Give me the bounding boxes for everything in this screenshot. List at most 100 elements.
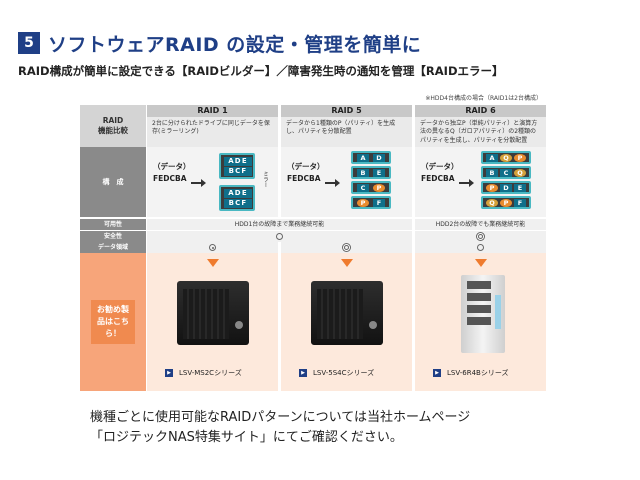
comparison-label-line-1: RAID xyxy=(102,115,124,125)
raid1-mirror-label: ミラー xyxy=(262,171,268,188)
raid-comparison-figure: ※HDD4台構成の場合（RAID1は2台構成） RAID 機能比較 RAID 1… xyxy=(80,91,546,391)
product-model-link[interactable]: ▶ LSV-5S4Cシリーズ xyxy=(299,368,374,378)
down-arrow-icon xyxy=(207,259,219,267)
nas-black-product-image xyxy=(311,281,383,345)
section-number-badge: 5 xyxy=(18,32,40,54)
nas-drive-bay xyxy=(467,317,491,325)
recommendation-row: お勧め製品はこちら！ ▶LSV-MS2Cシリーズ ▶ LSV-5S4Cシリーズ ▶… xyxy=(80,253,546,391)
capacity-raid6 xyxy=(414,242,546,253)
raid6-block: C xyxy=(500,169,512,177)
raid5-description: データから1種類のP（パリティ）を生成し、パリティを分散配置 xyxy=(286,120,396,136)
nas-power-button xyxy=(235,321,243,329)
raid5-block: D xyxy=(373,154,385,162)
raid6-data-label: （データ） FEDCBA xyxy=(421,161,459,184)
raid1-data-value: FEDCBA xyxy=(153,173,187,183)
nas-drive-bay xyxy=(467,281,491,289)
safety-row: 安全性 xyxy=(80,231,546,242)
raid1-disk-1-row-1: ADE xyxy=(224,157,252,166)
raid5-header: RAID 5 データから1種類のP（パリティ）を生成し、パリティを分散配置 xyxy=(280,105,412,147)
raid6-q-block: Q xyxy=(514,169,526,177)
raid5-data-value: FEDCBA xyxy=(287,173,321,183)
raid6-data-caption: （データ） xyxy=(421,162,459,171)
capacity-raid1 xyxy=(146,242,278,253)
safety-mark-raid6 xyxy=(478,234,483,239)
raid6-p-block: P xyxy=(500,199,512,207)
raid1-header: RAID 1 2台に分けられたドライブに同じデータを保存(ミラーリング) xyxy=(146,105,278,147)
safety-mark-raid1-5 xyxy=(276,233,283,240)
safety-raid1-5 xyxy=(146,231,412,242)
section-heading: 5 ソフトウェアRAID の設定・管理を簡単に xyxy=(18,30,421,56)
raid6-data-value: FEDCBA xyxy=(421,173,455,183)
raid1-disk-2-row-2: BCF xyxy=(224,199,252,208)
section-title: ソフトウェアRAID の設定・管理を簡単に xyxy=(48,33,422,56)
product-raid1: ▶LSV-MS2Cシリーズ xyxy=(146,253,278,391)
nas-front-grille xyxy=(317,289,363,339)
safety-label: 安全性 xyxy=(80,231,146,242)
raid6-header: RAID 6 データから独立P（単純パリティ）と演算方法の異なるQ（ガロアパリテ… xyxy=(414,105,546,147)
footer-line-2: 「ロジテックNAS特集サイト」にてご確認ください。 xyxy=(90,430,403,446)
capacity-row: データ領域 xyxy=(80,242,546,253)
nas-silver-product-image xyxy=(461,275,505,353)
nas-front-grille xyxy=(183,289,229,339)
raid1-arrow xyxy=(191,179,206,187)
raid1-description: 2台に分けられたドライブに同じデータを保存(ミラーリング) xyxy=(152,120,270,136)
raid1-disk-2: ADE BCF xyxy=(219,185,255,211)
capacity-mark-raid1 xyxy=(209,244,216,251)
raid5-parity-block: P xyxy=(357,199,369,207)
raid6-block: E xyxy=(514,184,526,192)
raid1-data-caption: （データ） xyxy=(153,162,191,171)
configuration-row: 構 成 （データ） FEDCBA ADE BCF ADE BCF ミラー （デー… xyxy=(80,147,546,217)
raid6-block: D xyxy=(500,184,512,192)
section-subheading: RAID構成が簡単に設定できる【RAIDビルダー】／障害発生時の通知を管理【RA… xyxy=(18,64,504,78)
nas-black-product-image xyxy=(177,281,249,345)
raid6-block: B xyxy=(486,169,498,177)
arrow-right-icon: ▶ xyxy=(433,369,441,377)
footer-text: 機種ごとに使用可能なRAIDパターンについては当社ホームページ 「ロジテックNA… xyxy=(90,408,470,448)
raid5-block: E xyxy=(373,169,385,177)
product-model-link[interactable]: ▶LSV-MS2Cシリーズ xyxy=(165,368,242,378)
configuration-label: 構 成 xyxy=(80,147,146,217)
raid5-block: F xyxy=(373,199,385,207)
raid5-block: A xyxy=(357,154,369,162)
comparison-label-line-2: 機能比較 xyxy=(98,126,128,135)
raid6-arrow xyxy=(459,179,474,187)
availability-raid6: HDD2台の故障でも業務継続可能 xyxy=(414,219,546,230)
down-arrow-icon xyxy=(475,259,487,267)
recommendation-label-text: お勧め製品はこちら！ xyxy=(91,300,135,344)
raid1-disk-2-row-1: ADE xyxy=(224,189,252,198)
raid6-name: RAID 6 xyxy=(415,105,546,117)
raid1-data-label: （データ） FEDCBA xyxy=(153,161,191,184)
capacity-mark-raid6 xyxy=(477,244,484,251)
down-arrow-icon xyxy=(341,259,353,267)
availability-raid1-5: HDD1台の故障まで業務継続可能 xyxy=(146,219,412,230)
raid5-name: RAID 5 xyxy=(281,105,412,117)
product-model-link[interactable]: ▶ LSV-6R4Bシリーズ xyxy=(433,368,508,378)
product-raid5: ▶ LSV-5S4Cシリーズ xyxy=(280,253,412,391)
product-raid6: ▶ LSV-6R4Bシリーズ xyxy=(414,253,546,391)
raid1-diagram: （データ） FEDCBA ADE BCF ADE BCF ミラー xyxy=(146,147,278,217)
raid6-q-block: Q xyxy=(486,199,498,207)
footer-line-1: 機種ごとに使用可能なRAIDパターンについては当社ホームページ xyxy=(90,410,471,425)
raid6-p-block: P xyxy=(514,154,526,162)
recommendation-label: お勧め製品はこちら！ xyxy=(80,253,146,391)
arrow-right-icon: ▶ xyxy=(299,369,307,377)
raid1-disk-1: ADE BCF xyxy=(219,153,255,179)
nas-drive-bay xyxy=(467,293,491,301)
product-model-name: LSV-6R4Bシリーズ xyxy=(447,369,509,377)
figure-note: ※HDD4台構成の場合（RAID1は2台構成） xyxy=(425,95,542,102)
nas-drive-bay xyxy=(467,305,491,313)
capacity-label: データ領域 xyxy=(80,242,146,253)
availability-label: 可用性 xyxy=(80,219,146,230)
raid6-description: データから独立P（単純パリティ）と演算方法の異なるQ（ガロアパリティ）の2種類の… xyxy=(420,120,538,144)
product-model-name: LSV-5S4Cシリーズ xyxy=(313,369,375,377)
